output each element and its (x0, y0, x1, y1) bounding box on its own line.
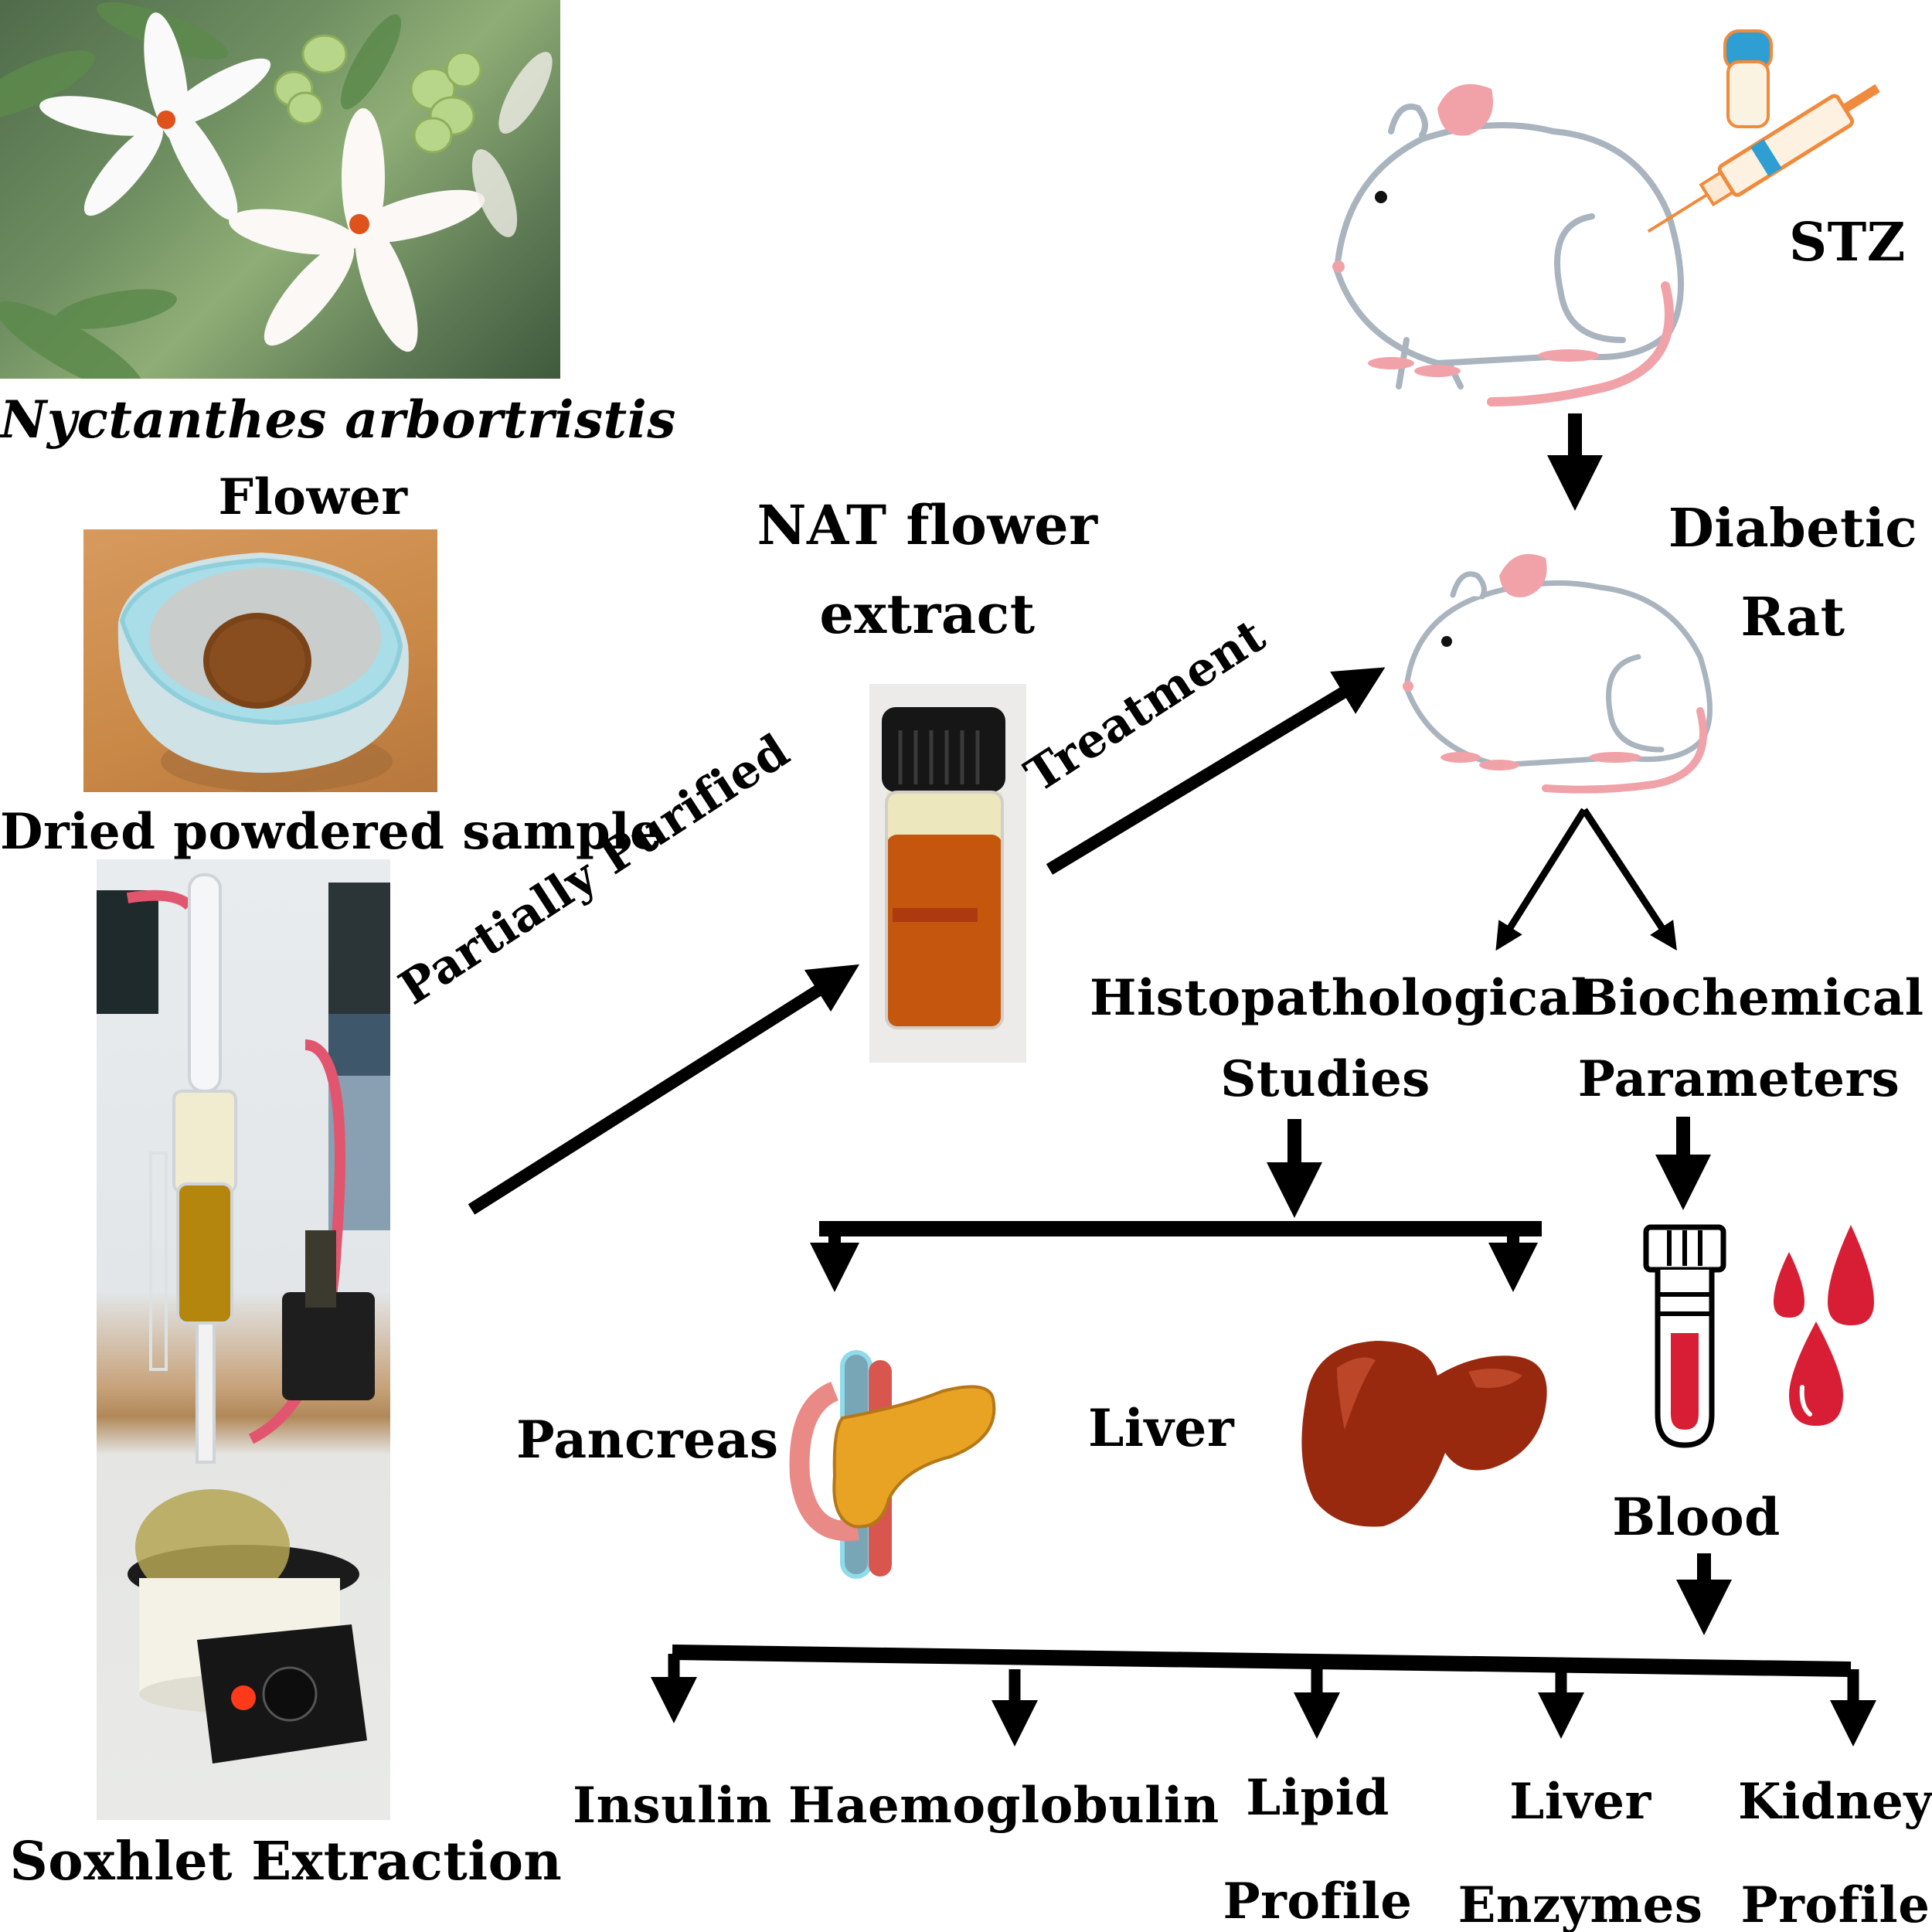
test-insulin: Insulin (568, 1781, 777, 1831)
rat-ear (1437, 83, 1493, 136)
vial-icon (1723, 29, 1773, 128)
extraction-label: Soxhlet Extraction (9, 1831, 563, 1893)
biochem-split-arrow (1581, 808, 1677, 951)
rat-tail (1542, 707, 1707, 794)
pancreas-icon (789, 1350, 996, 1579)
rat-tail (1487, 281, 1674, 406)
purification-arrow-label: Partially Purified (389, 723, 799, 1016)
purification-arrow (468, 964, 860, 1215)
stz-syringe-icon (1647, 29, 1880, 233)
biochem-heading-line1: Biochemical (1577, 969, 1924, 1027)
stz-injected-rat-illustration (1332, 83, 1684, 406)
histo-heading-line1: Histopathological (1090, 969, 1590, 1027)
test-label-line1: Kidney (1737, 1773, 1932, 1831)
blood-label: Blood (1612, 1487, 1781, 1547)
tests-branch-bar (672, 1645, 1852, 1677)
test-label-line2: Enzymes (1458, 1876, 1703, 1932)
liver-icon (1301, 1341, 1547, 1527)
liver-label: Liver (1088, 1398, 1235, 1458)
blood-tube-icon (1643, 1224, 1726, 1448)
test-label-line1: Liver (1509, 1773, 1651, 1831)
rat-ear (1499, 553, 1547, 597)
blood-drops-icon (1774, 1225, 1874, 1426)
test-label-line2: Profile (1740, 1876, 1930, 1932)
flower-buds (274, 34, 482, 154)
syringe (1647, 83, 1880, 233)
sample-label: Dried powdered sample (0, 803, 662, 861)
pancreas-label: Pancreas (516, 1410, 779, 1470)
model-label-line1: Diabetic (1668, 498, 1918, 560)
plant-name: Nyctanthes arbortristis (0, 389, 676, 450)
extract-title-line1: NAT flower (757, 493, 1098, 557)
test-haemoglobulin: Haemoglobulin (788, 1777, 1219, 1835)
test-label-line1: Lipid (1246, 1769, 1389, 1827)
mortar-powder-photo (83, 529, 437, 792)
flower-photo (0, 0, 560, 379)
test-label-line2: Profile (1223, 1872, 1413, 1930)
diabetic-rat-illustration (1403, 553, 1713, 794)
extract-vial-photo (869, 684, 1026, 1063)
test-liver-enzymes: Liver Enzymes (1453, 1777, 1708, 1930)
histo-split-arrow (1495, 808, 1587, 951)
test-label-line1: Haemoglobulin (788, 1777, 1219, 1835)
plant-part: Flower (218, 468, 408, 526)
test-lipid-profile: Lipid Profile (1213, 1774, 1422, 1927)
test-label-line1: Insulin (573, 1777, 772, 1835)
rat-eye (1375, 191, 1387, 203)
model-label-line2: Rat (1740, 587, 1845, 648)
stz-label: STZ (1789, 212, 1906, 274)
white-flower (39, 12, 271, 220)
rat-eye (1441, 636, 1452, 647)
white-flower (229, 108, 485, 352)
extract-title-line2: extract (819, 582, 1036, 646)
soxhlet-apparatus-photo (97, 859, 390, 1820)
biochem-heading-line2: Parameters (1577, 1050, 1900, 1108)
histo-heading-line2: Studies (1220, 1050, 1430, 1108)
white-flower (471, 52, 553, 237)
test-kidney-profile: Kidney Profile (1731, 1777, 1932, 1930)
